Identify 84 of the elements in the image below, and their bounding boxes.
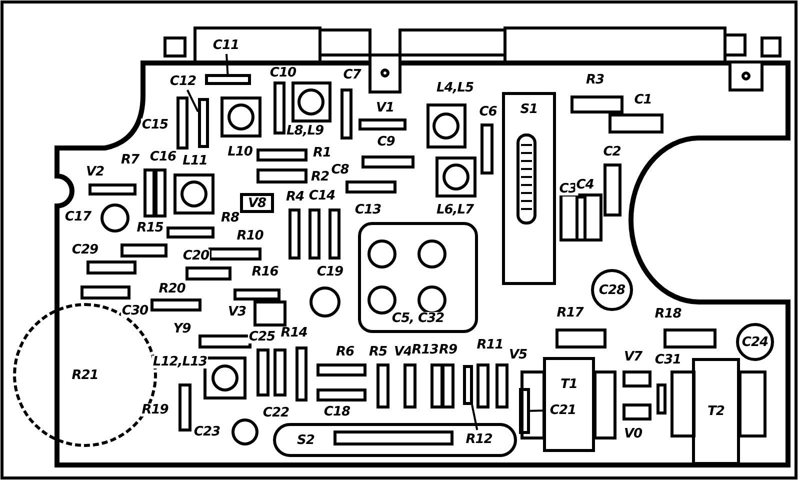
part-label: C15	[140, 118, 170, 132]
part-label: R15	[136, 222, 164, 234]
part-label: L4,L5	[435, 82, 475, 94]
part-label: V1	[374, 102, 396, 114]
component-outline	[198, 98, 209, 148]
part-label: C13	[354, 204, 382, 216]
part-label: L11	[182, 154, 208, 168]
part-label: C30	[120, 304, 150, 318]
part-label: R16	[250, 266, 280, 278]
part-label: R20	[158, 282, 186, 296]
part-label: R19	[140, 404, 170, 416]
part-label: V4	[392, 346, 414, 358]
part-label: C19	[316, 266, 344, 278]
part-label: V2	[84, 166, 106, 178]
part-label: T2	[706, 405, 726, 418]
part-label: L12,L13	[152, 356, 208, 368]
part-label: C12	[166, 72, 200, 90]
part-label: C23	[192, 426, 222, 438]
part-label: S1	[519, 103, 539, 116]
part-label: R11	[476, 338, 504, 352]
coil-module-outline	[358, 222, 478, 333]
leader-line	[226, 54, 229, 74]
part-label: C4	[575, 178, 595, 192]
switch-outline	[502, 92, 556, 285]
part-label: C29	[70, 244, 100, 256]
part-label: C17	[64, 210, 92, 224]
part-label: S2	[296, 434, 316, 446]
leader-line	[471, 404, 478, 430]
part-label: R13	[410, 344, 440, 356]
part-label: V7	[622, 350, 644, 364]
part-label: R6	[334, 346, 356, 358]
part-label: C22	[262, 406, 290, 420]
part-label: C14	[308, 190, 336, 202]
part-label: C31	[654, 354, 682, 366]
part-label: L10	[226, 146, 254, 158]
part-label: R21	[70, 368, 100, 382]
part-label: C3	[558, 182, 578, 196]
part-label: L8,L9	[285, 124, 325, 138]
slide-switch-outline	[273, 423, 517, 457]
part-label: R8	[220, 212, 240, 224]
part-label: C1	[633, 94, 653, 106]
part-label: L6,L7	[435, 204, 475, 216]
part-label: R17	[556, 306, 584, 320]
part-label: R4	[284, 190, 306, 204]
part-label: C2	[602, 146, 622, 158]
capacitor-outline	[736, 323, 774, 361]
part-label: R18	[654, 308, 682, 320]
part-label: V3	[226, 306, 248, 318]
part-label: R5	[368, 346, 388, 358]
component-outline	[205, 74, 251, 85]
part-label: V0	[622, 428, 644, 440]
part-label: C21	[546, 401, 580, 419]
component-outline	[463, 365, 473, 405]
component-outline	[240, 193, 274, 213]
leader-line	[186, 90, 199, 112]
part-label: Y9	[172, 322, 192, 336]
part-label: R12	[462, 430, 496, 448]
part-label: C11	[208, 36, 244, 54]
part-label: R9	[438, 344, 458, 356]
part-label: C10	[268, 66, 298, 80]
part-label: C18	[322, 406, 352, 418]
part-label: T1	[560, 378, 578, 391]
part-label: C16	[148, 150, 178, 164]
part-label: R10	[236, 230, 264, 242]
capacitor-outline	[591, 269, 633, 311]
part-label: C28	[598, 284, 626, 296]
part-label: V5	[508, 348, 528, 362]
part-label: C20	[182, 250, 210, 262]
part-label: R14	[280, 326, 308, 340]
component-outline	[519, 388, 530, 434]
part-label: V8	[246, 196, 268, 210]
transformer-outline	[692, 358, 740, 465]
part-label: C24	[740, 336, 770, 348]
part-label: C9	[376, 136, 396, 148]
part-label: R1	[312, 146, 332, 160]
part-label: C8	[330, 164, 350, 176]
part-label: R3	[584, 74, 606, 86]
transformer-outline	[543, 357, 595, 452]
part-label: C25	[248, 330, 276, 344]
part-label: C5, C32	[390, 312, 446, 325]
part-label: R7	[120, 154, 140, 166]
part-label: C6	[478, 106, 498, 118]
part-label: C7	[342, 68, 362, 82]
part-label: R2	[310, 170, 330, 184]
